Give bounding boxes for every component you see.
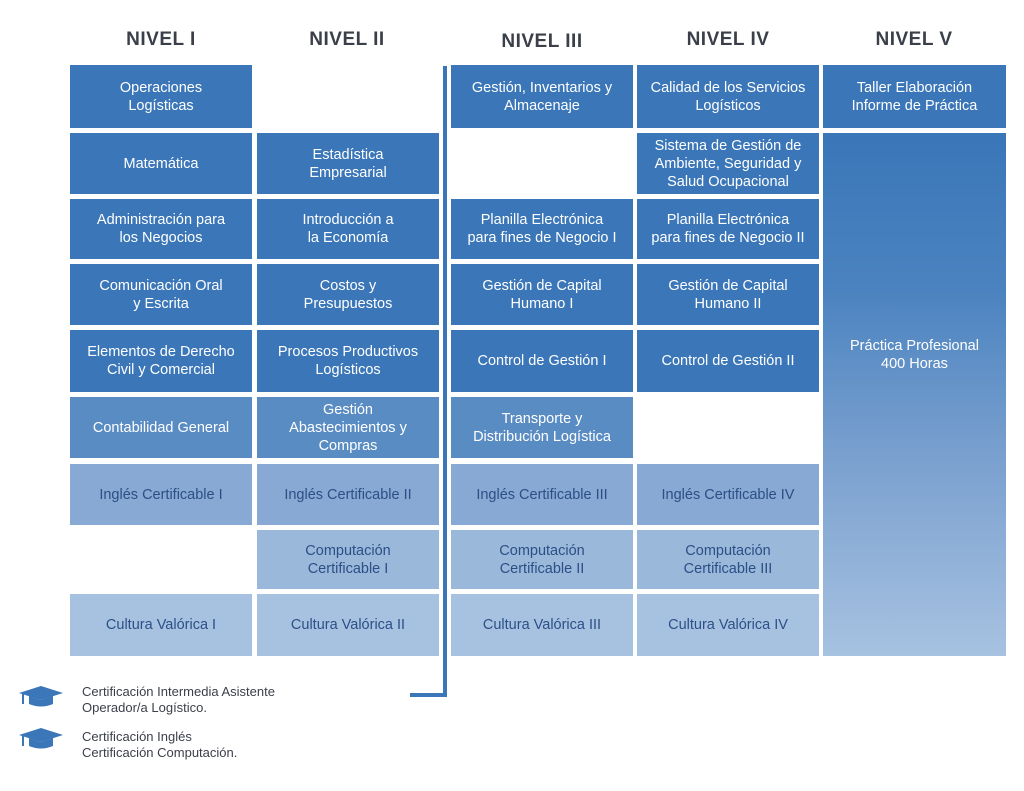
header-nivel-1: NIVEL I xyxy=(126,29,196,50)
course-computacion-1: Computación Certificable I xyxy=(257,530,439,589)
legend-intermediate-certification: Certificación Intermedia Asistente Opera… xyxy=(82,684,275,715)
course-costos: Costos y Presupuestos xyxy=(257,264,439,325)
course-cultura-4: Cultura Valórica IV xyxy=(637,594,819,656)
course-calidad: Calidad de los Servicios Logísticos xyxy=(637,65,819,128)
header-nivel-3: NIVEL III xyxy=(501,31,583,52)
course-procesos: Procesos Productivos Logísticos xyxy=(257,330,439,392)
course-control-gestion-2: Control de Gestión II xyxy=(637,330,819,392)
course-cultura-3: Cultura Valórica III xyxy=(451,594,633,656)
course-comunicacion: Comunicación Oral y Escrita xyxy=(70,264,252,325)
course-derecho: Elementos de Derecho Civil y Comercial xyxy=(70,330,252,392)
course-matematica: Matemática xyxy=(70,133,252,194)
course-planilla-2: Planilla Electrónica para fines de Negoc… xyxy=(637,199,819,259)
course-ingles-4: Inglés Certificable IV xyxy=(637,464,819,525)
course-transporte: Transporte y Distribución Logística xyxy=(451,397,633,458)
course-administracion: Administración para los Negocios xyxy=(70,199,252,259)
graduation-cap-icon xyxy=(19,728,63,749)
course-sistema-gestion: Sistema de Gestión de Ambiente, Segurida… xyxy=(637,133,819,194)
course-computacion-2: Computación Certificable II xyxy=(451,530,633,589)
course-capital-humano-1: Gestión de Capital Humano I xyxy=(451,264,633,325)
legend-language-computing-certification: Certificación Inglés Certificación Compu… xyxy=(82,729,238,760)
course-cultura-2: Cultura Valórica II xyxy=(257,594,439,656)
course-control-gestion-1: Control de Gestión I xyxy=(451,330,633,392)
course-estadistica: Estadística Empresarial xyxy=(257,133,439,194)
course-abastecimiento: Gestión Abastecimientos y Compras xyxy=(257,397,439,458)
course-capital-humano-2: Gestión de Capital Humano II xyxy=(637,264,819,325)
graduation-cap-icon xyxy=(19,686,63,707)
course-cultura-1: Cultura Valórica I xyxy=(70,594,252,656)
course-economia: Introducción a la Economía xyxy=(257,199,439,259)
course-contabilidad: Contabilidad General xyxy=(70,397,252,458)
header-nivel-5: NIVEL V xyxy=(875,29,953,50)
header-nivel-2: NIVEL II xyxy=(309,29,385,50)
course-planilla-1: Planilla Electrónica para fines de Negoc… xyxy=(451,199,633,259)
course-practica-profesional: Práctica Profesional 400 Horas xyxy=(823,133,1006,656)
certification-divider xyxy=(443,66,447,697)
course-ingles-3: Inglés Certificable III xyxy=(451,464,633,525)
course-operaciones-logisticas: Operaciones Logísticas xyxy=(70,65,252,128)
course-computacion-3: Computación Certificable III xyxy=(637,530,819,589)
certification-divider-foot xyxy=(410,693,447,697)
course-ingles-1: Inglés Certificable I xyxy=(70,464,252,525)
course-ingles-2: Inglés Certificable II xyxy=(257,464,439,525)
course-inventarios: Gestión, Inventarios y Almacenaje xyxy=(451,65,633,128)
header-nivel-4: NIVEL IV xyxy=(686,29,770,50)
course-taller: Taller Elaboración Informe de Práctica xyxy=(823,65,1006,128)
